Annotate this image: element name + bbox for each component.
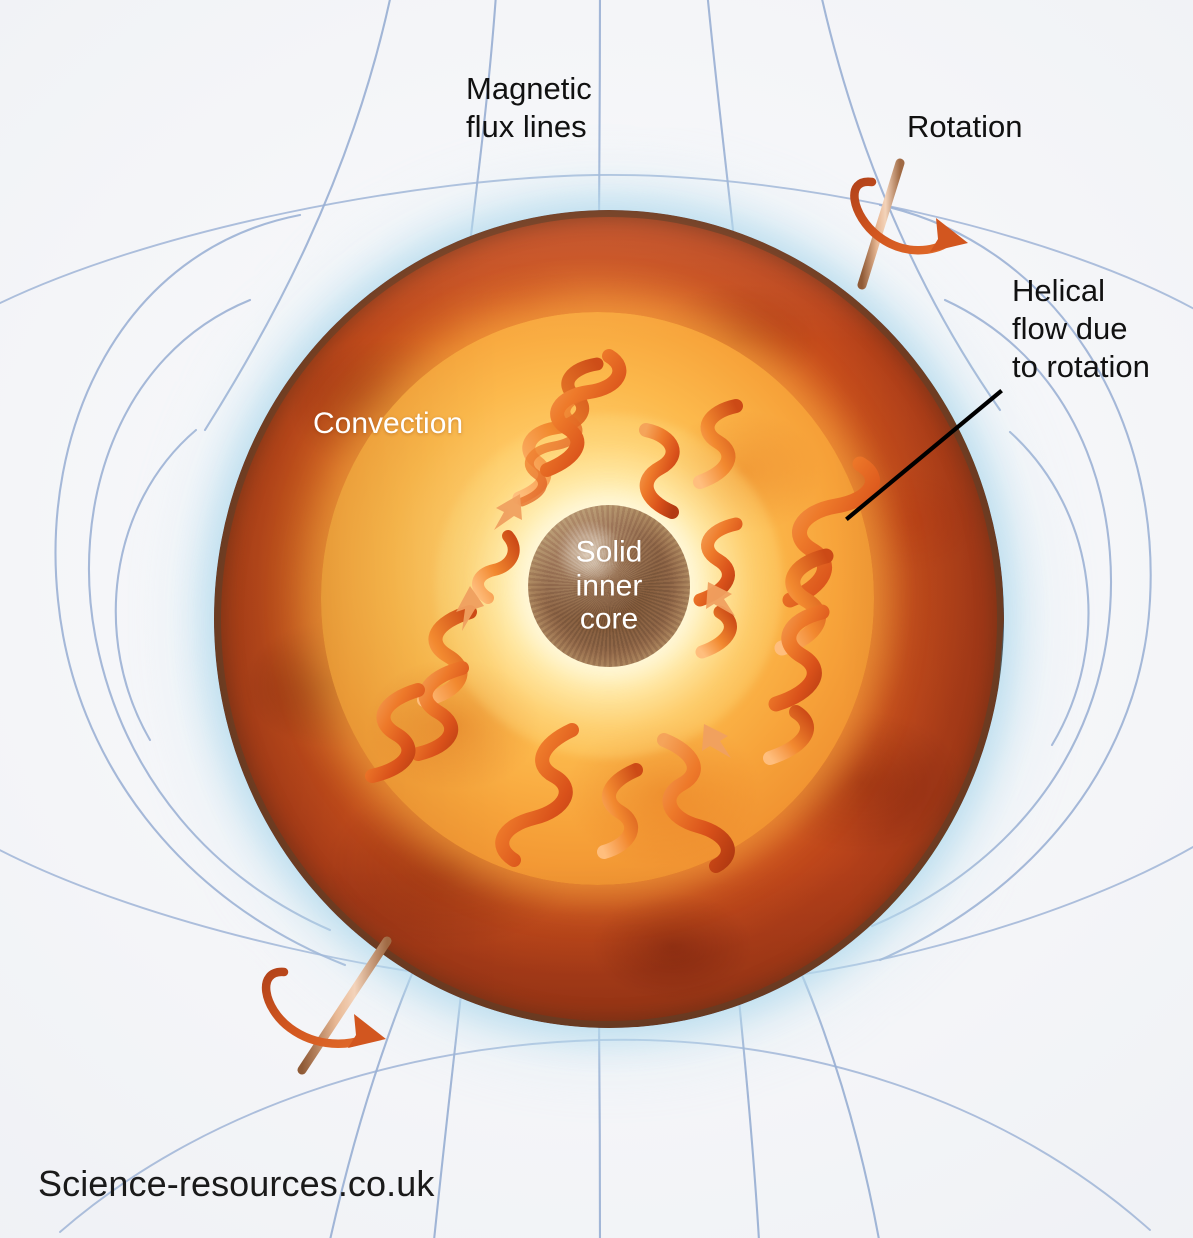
helical-flow-leader-line [845, 389, 1003, 521]
helix-column [512, 357, 604, 507]
helix-column [495, 723, 579, 867]
flux-line-loop [1008, 430, 1090, 747]
flux-line-loop [878, 203, 1152, 962]
helix-column [411, 605, 477, 761]
rotation-arrowhead [930, 218, 968, 252]
helix-arrowhead [702, 724, 731, 758]
rotation-arrow-curve [261, 967, 371, 1048]
rotation-axis-arrow-icon-bottom [261, 936, 392, 1075]
helix-column [540, 349, 627, 477]
solid-inner-core [528, 505, 690, 668]
label-rotation: Rotation [907, 109, 1023, 144]
rotation-axis-rod [857, 158, 905, 290]
helix-column [597, 733, 735, 873]
watermark-text: Science-resources.co.uk [38, 1163, 435, 1204]
flux-line-loop [114, 428, 198, 742]
rotation-axis-rod [297, 936, 392, 1075]
helix-column [365, 683, 425, 783]
helix-arrowhead [494, 494, 522, 530]
helix-arrowheads [456, 494, 735, 758]
rotation-axis-arrow-icon-top [850, 158, 968, 290]
label-convection: Convection [313, 407, 464, 440]
flux-line-loop [54, 213, 347, 967]
label-helical-flow: Helical flow due to rotation [1012, 273, 1150, 384]
helical-convection-columns [365, 349, 880, 873]
rotation-arrowhead [348, 1014, 386, 1048]
label-magnetic-flux-lines: Magnetic flux lines [466, 71, 592, 144]
helix-column [472, 530, 520, 604]
rotation-arrow-curve [850, 177, 953, 255]
helix-column-labelled [639, 399, 743, 519]
inner-core-texture [528, 505, 690, 668]
helix-column-helical-flow [763, 456, 880, 765]
helix-arrowhead [456, 586, 484, 631]
helix-arrowhead [706, 582, 735, 616]
